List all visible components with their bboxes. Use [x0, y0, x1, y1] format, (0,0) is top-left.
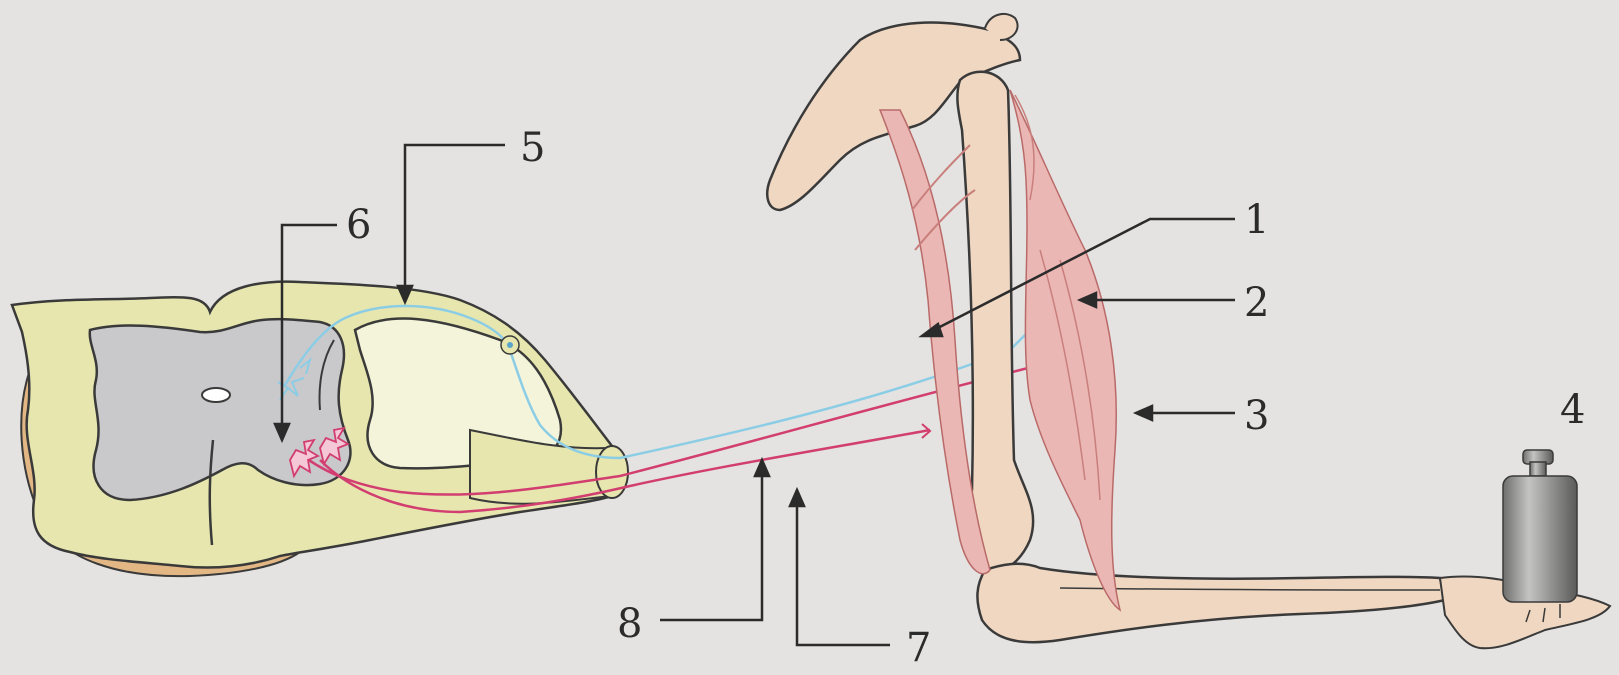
- central-canal: [202, 388, 230, 402]
- forearm: [977, 564, 1445, 642]
- leader-7: [797, 500, 890, 645]
- leader-7-head: [790, 490, 804, 506]
- weight-neck: [1530, 462, 1546, 476]
- sensory-neuron-nucleus: [507, 342, 513, 348]
- leader-8: [660, 470, 762, 620]
- arm: [767, 14, 1610, 648]
- leader-3-head: [1136, 406, 1152, 420]
- label-8: 8: [617, 604, 642, 644]
- label-2: 2: [1244, 283, 1269, 323]
- label-5: 5: [520, 128, 545, 168]
- label-4: 4: [1560, 390, 1585, 430]
- label-7: 7: [906, 628, 931, 668]
- weight-body: [1503, 476, 1577, 602]
- leader-8-head: [755, 460, 769, 476]
- weight: [1503, 450, 1577, 602]
- spinal-cord-section: [12, 282, 628, 577]
- label-6: 6: [346, 205, 371, 245]
- label-3: 3: [1244, 396, 1269, 436]
- label-1: 1: [1244, 200, 1269, 240]
- leader-5: [405, 145, 505, 292]
